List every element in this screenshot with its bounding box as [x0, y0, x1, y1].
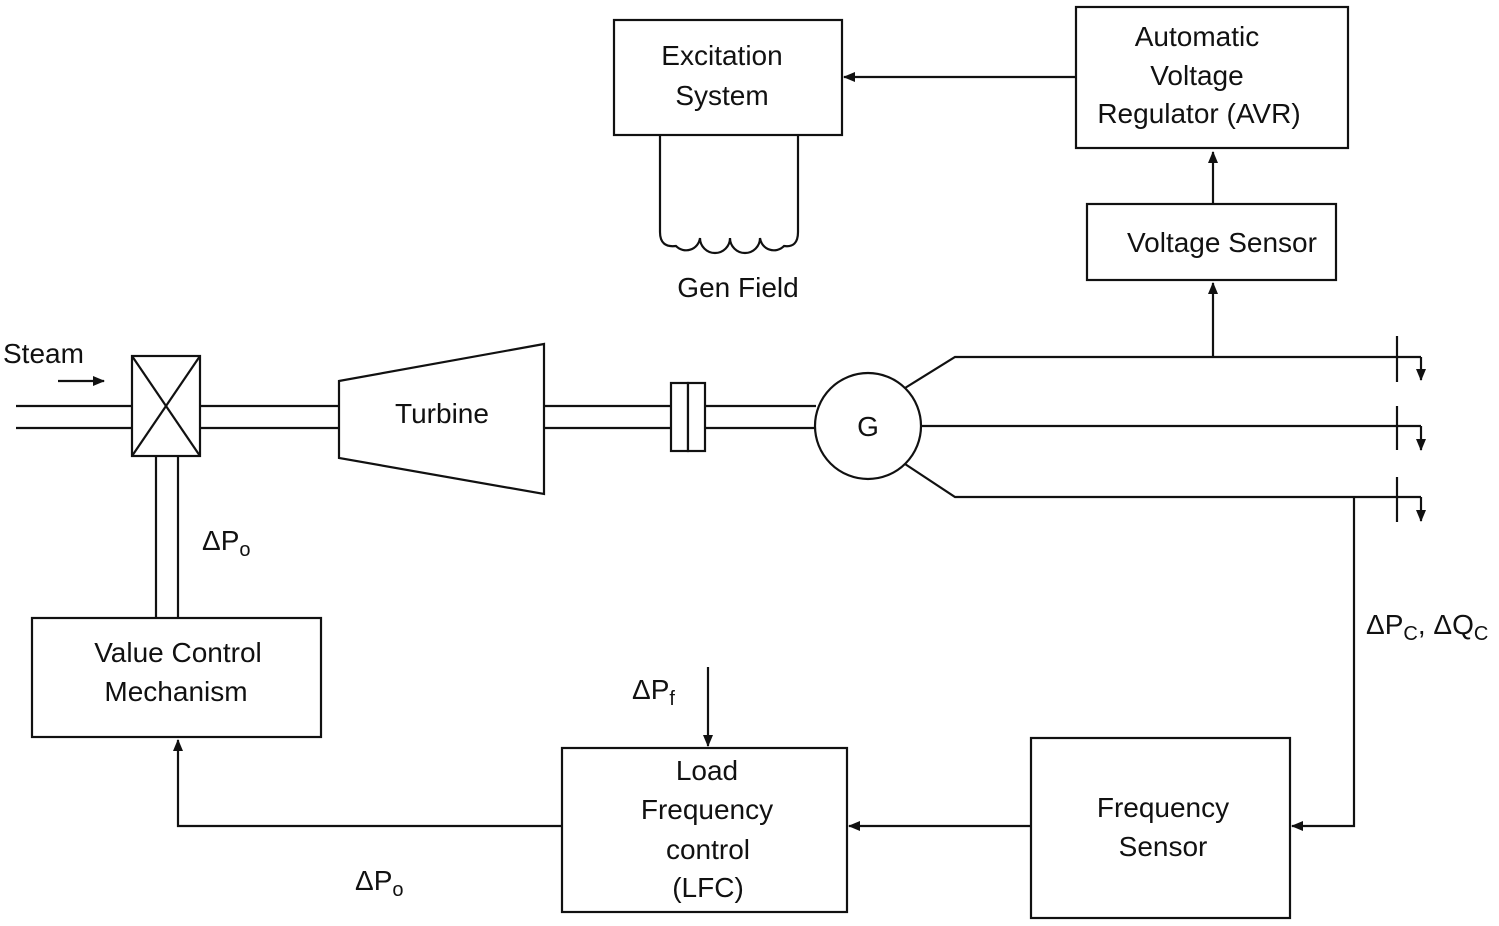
lfc-label-line4: (LFC) [672, 872, 744, 903]
avr-label-line3: Regulator (AVR) [1097, 98, 1300, 129]
lfc-label-line2: Frequency [641, 794, 773, 825]
delta-po-lower-sub: o [392, 879, 403, 901]
excitation-system-block: Excitation System [612, 18, 844, 137]
valve-control-line1: Value Control [94, 637, 262, 668]
delta-pc-sym: ΔP [1366, 609, 1403, 640]
voltage-sensor-label: Voltage Sensor [1127, 227, 1317, 258]
valve-control-line2: Mechanism [104, 676, 247, 707]
lfc-label-line1: Load [676, 755, 738, 786]
turbine-label: Turbine [395, 398, 489, 429]
lfc-label-line3: control [666, 834, 750, 865]
avr-block: Automatic Voltage Regulator (AVR) [1074, 5, 1350, 150]
bus-to-frequency-sensor-arrow [1291, 497, 1356, 831]
delta-qc-sym: ΔQ [1433, 609, 1473, 640]
avr-label-line2: Voltage [1150, 60, 1243, 91]
delta-po-lower-sym: ΔP [355, 865, 392, 896]
load-terminal-a [1395, 336, 1426, 382]
delta-pf-sym: ΔP [632, 674, 669, 705]
delta-po-lower-label: ΔPo [355, 865, 404, 901]
delta-po-upper-sym: ΔP [202, 525, 239, 556]
turbine-block: Turbine [337, 342, 546, 496]
frequency-sensor-line2: Sensor [1119, 831, 1208, 862]
generator: G [813, 371, 923, 481]
lfc-block: Load Frequency control (LFC) [560, 746, 849, 914]
phase-line-c [904, 463, 1397, 499]
lfc-to-valve-control-arrow [173, 739, 562, 828]
load-terminal-c [1395, 477, 1426, 522]
valve-control-block: Value Control Mechanism [30, 616, 323, 739]
excitation-label-line1: Excitation [661, 40, 782, 71]
delta-pf-sub: f [669, 688, 675, 710]
phase-line-a [904, 355, 1397, 389]
delta-po-upper-label: ΔPo [202, 525, 251, 561]
steam-valve [130, 354, 202, 458]
voltage-sensor-block: Voltage Sensor [1085, 202, 1338, 282]
load-terminal-b [1395, 406, 1426, 451]
avr-label-line1: Automatic [1135, 21, 1260, 52]
delta-qc-sub: C [1474, 623, 1488, 645]
steam-label: Steam [3, 338, 84, 369]
delta-separator: , [1418, 609, 1434, 640]
delta-pf-label: ΔPf [632, 674, 675, 710]
delta-po-upper-sub: o [239, 539, 250, 561]
frequency-sensor-line1: Frequency [1097, 792, 1229, 823]
frequency-sensor-block: Frequency Sensor [1029, 736, 1292, 920]
delta-pc-sub: C [1403, 623, 1417, 645]
gen-field-winding [658, 135, 800, 255]
excitation-label-line2: System [675, 80, 768, 111]
generator-label: G [857, 411, 879, 442]
shaft-coupling [669, 381, 707, 453]
delta-pc-qc-label: ΔPC, ΔQC [1366, 609, 1488, 645]
gen-field-label: Gen Field [677, 272, 798, 303]
